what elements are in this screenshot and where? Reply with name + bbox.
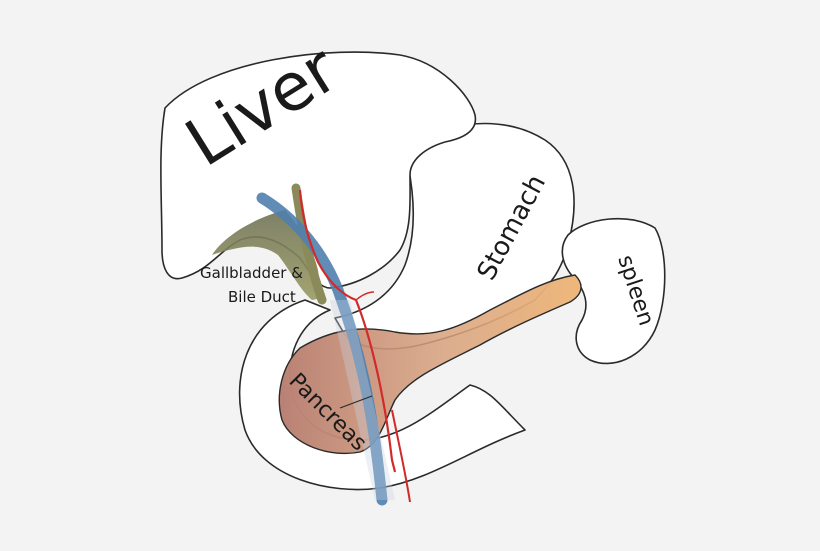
artery-branch-small bbox=[355, 291, 375, 301]
gallbladder-label-line2: Bile Duct bbox=[228, 288, 296, 306]
portal-vein bbox=[256, 192, 388, 506]
hepatic-artery bbox=[298, 189, 397, 473]
gallbladder-label-line1: Gallbladder & bbox=[200, 264, 303, 282]
pancreas-pointer-line bbox=[339, 395, 373, 409]
pancreas bbox=[278, 274, 582, 455]
gallbladder bbox=[212, 210, 322, 300]
artery-branch bbox=[391, 409, 411, 503]
liver bbox=[160, 51, 477, 289]
